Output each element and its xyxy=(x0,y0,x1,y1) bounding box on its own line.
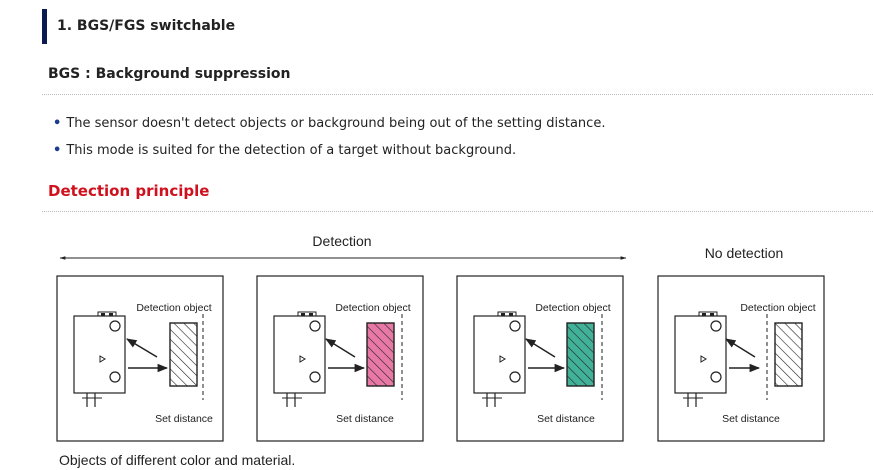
reflected-beam-arrow xyxy=(525,338,556,358)
sensor-icon xyxy=(73,311,126,408)
list-item: •The sensor doesn't detect objects or ba… xyxy=(53,116,606,131)
divider xyxy=(42,211,873,212)
detection-principle-diagram: Detection No detection Detection object … xyxy=(56,233,825,442)
list-item: •This mode is suited for the detection o… xyxy=(53,143,517,158)
set-distance-label: Set distance xyxy=(537,413,595,425)
subsection-title: BGS : Background suppression xyxy=(48,66,291,82)
detection-object-label: Detection object xyxy=(335,302,410,314)
diagram-caption: Objects of different color and material. xyxy=(59,452,296,468)
divider xyxy=(42,94,873,95)
detection-label: Detection xyxy=(312,233,371,249)
reflected-beam-arrow xyxy=(725,338,756,358)
set-distance-label: Set distance xyxy=(155,413,213,425)
diagram-panel-1: Detection object Set distance xyxy=(56,275,224,442)
diagram-panel-2: Detection object Set distance xyxy=(256,275,424,442)
no-detection-label: No detection xyxy=(705,245,784,261)
diagram-panel-3: Detection object Set distance xyxy=(456,275,624,442)
detection-object-label: Detection object xyxy=(535,302,610,314)
detection-object-label: Detection object xyxy=(740,302,815,314)
bullet-icon: • xyxy=(53,143,62,158)
set-distance-label: Set distance xyxy=(722,413,780,425)
detection-object-label: Detection object xyxy=(136,302,211,314)
principle-heading: Detection principle xyxy=(48,182,210,200)
sensor-icon xyxy=(273,311,326,408)
sensor-icon xyxy=(473,311,526,408)
reflected-beam-arrow xyxy=(126,338,158,358)
sensor-icon xyxy=(674,311,727,408)
section-title: 1. BGS/FGS switchable xyxy=(42,9,235,44)
bullet-list: •The sensor doesn't detect objects or ba… xyxy=(53,110,605,164)
bullet-icon: • xyxy=(53,116,62,131)
set-distance-label: Set distance xyxy=(336,413,394,425)
reflected-beam-arrow xyxy=(325,338,356,358)
diagram-panel-4: Detection object Set distance xyxy=(657,275,825,442)
